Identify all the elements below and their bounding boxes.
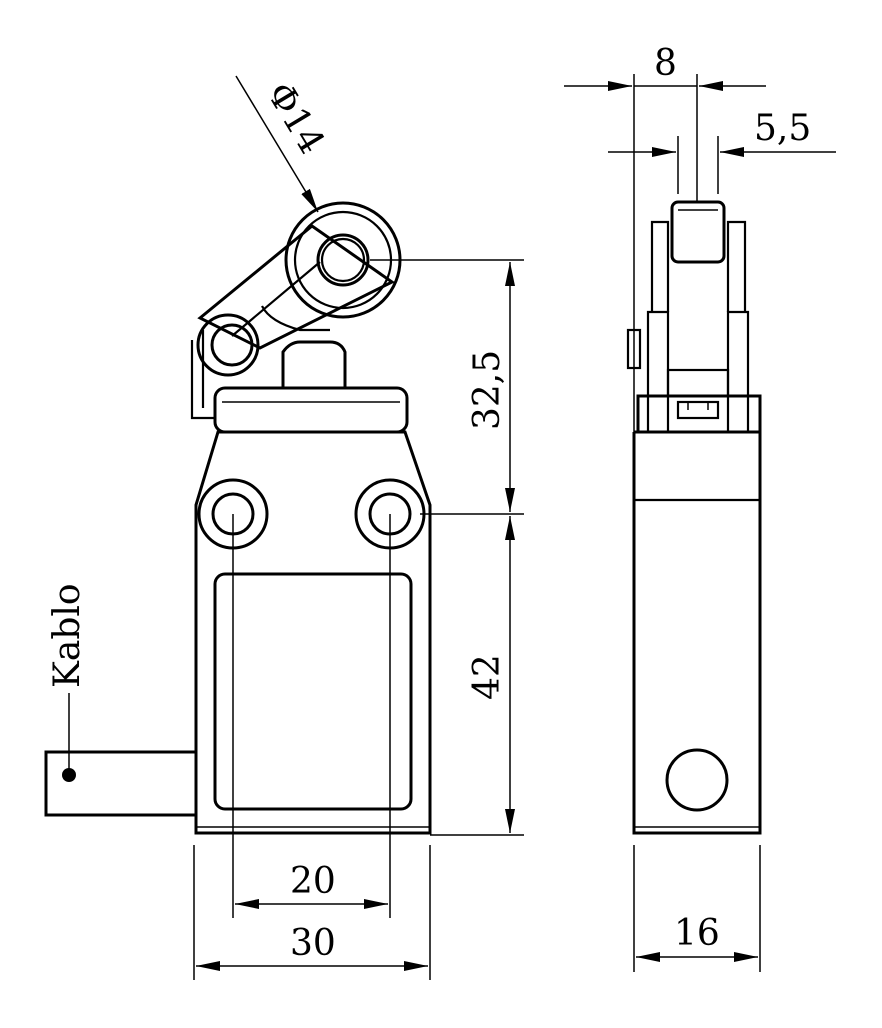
lever-arm: [197, 224, 395, 350]
cover-plate: [213, 572, 413, 811]
side-view: [626, 200, 762, 835]
side-roller-width-label: 5,5: [754, 108, 811, 149]
body-width-label: 30: [290, 923, 336, 964]
height-upper-label: 32,5: [467, 350, 508, 430]
side-head: [626, 200, 762, 432]
plunger: [281, 340, 347, 388]
side-depth-label: 16: [674, 913, 720, 954]
front-view: [44, 201, 432, 835]
front-head: [213, 386, 409, 434]
cable-stub: [44, 750, 196, 817]
side-hole: [665, 748, 729, 812]
cable-label: Kablo: [47, 583, 88, 688]
front-body: [194, 430, 432, 835]
side-top-width-label: 8: [654, 43, 677, 84]
lever-pivot: [190, 313, 260, 420]
hole-spacing-label: 20: [290, 861, 336, 902]
side-body: [632, 432, 762, 835]
height-lower-label: 42: [467, 654, 508, 700]
roller-diameter-label: Φ14: [258, 76, 332, 162]
